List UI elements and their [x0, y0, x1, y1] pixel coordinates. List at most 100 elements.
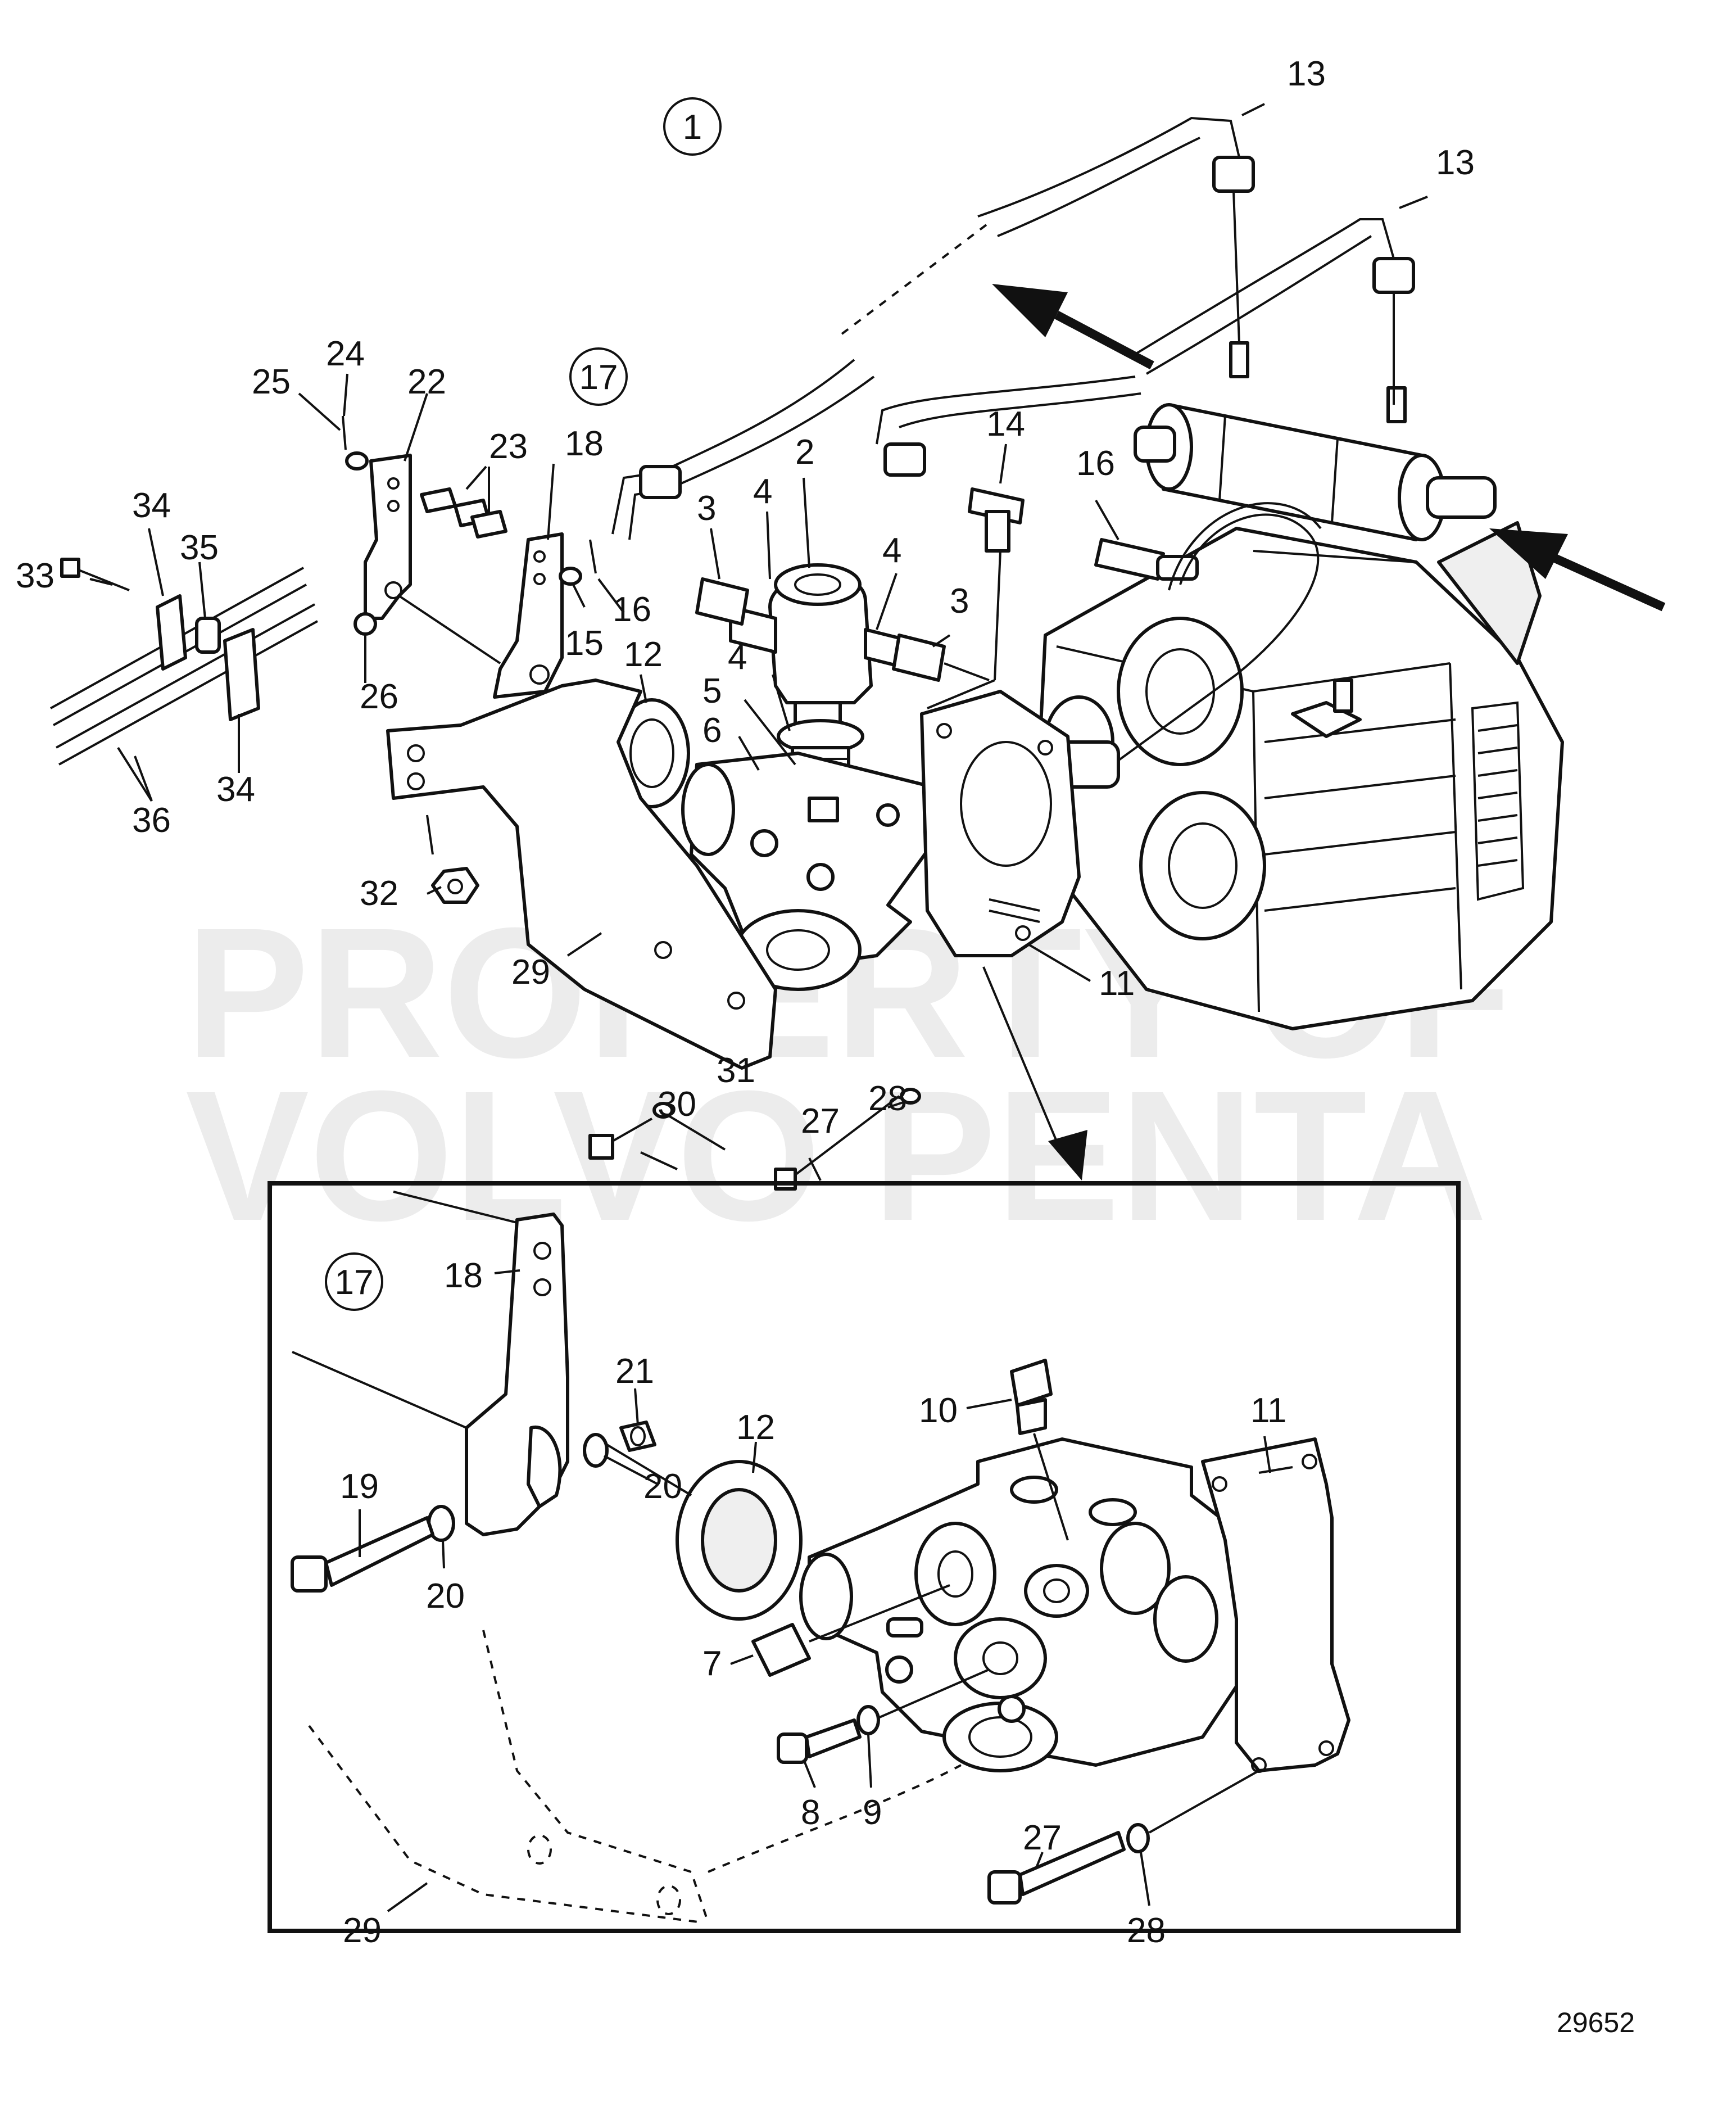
lever-plate-22	[364, 454, 412, 620]
detail-view: 17	[268, 1181, 1461, 1950]
detail-callout-28: 28	[1127, 1911, 1166, 1950]
main-leader-lines	[89, 103, 1428, 1181]
clamp-34-upper	[156, 594, 187, 671]
callout-13-lower: 13	[1436, 143, 1475, 182]
detail-callout-10: 10	[919, 1391, 958, 1430]
detail-callout-29: 29	[343, 1911, 382, 1950]
detail-washer-28	[1126, 1823, 1150, 1853]
tee-union	[927, 487, 1025, 709]
group-marker-bracket-kit: 17	[569, 347, 628, 406]
watermark-line2: VOLVO PENTA	[185, 1052, 1487, 1259]
flow-arrow-out	[992, 284, 1154, 370]
valve-housing-6	[681, 752, 935, 991]
nut-32	[426, 815, 479, 904]
callout-4-right: 4	[882, 531, 901, 570]
lever-plate-18	[398, 532, 564, 699]
adapter-3-left	[695, 577, 749, 626]
ghost-bracket-29	[308, 1630, 962, 1924]
detail-callout-12: 12	[736, 1408, 775, 1447]
detail-gasket-11	[1201, 1437, 1350, 1773]
oil-hose-13-upper	[611, 116, 1255, 540]
group-marker-main-text: 1	[683, 108, 702, 147]
gasket-11	[920, 690, 1081, 957]
cooler-outlet-stub	[1426, 476, 1497, 519]
callout-16-upper: 16	[1076, 444, 1115, 483]
callout-13-upper: 13	[1287, 55, 1326, 93]
clamp-35	[195, 617, 221, 654]
group-marker-bracket-kit-text: 17	[579, 358, 618, 397]
callout-6: 6	[702, 711, 722, 750]
hose-fitting-13a	[1212, 156, 1255, 193]
bolt-19	[291, 1516, 434, 1593]
main-view: 1 17 13 13 14 16 2 3 4 4 3 4 5 6 12 25 2…	[16, 55, 1666, 1191]
ball-joints-23	[420, 487, 507, 539]
cooler-nipple-left	[1229, 341, 1249, 378]
sensor-10	[1010, 1359, 1069, 1541]
control-valve-body	[695, 563, 990, 742]
callout-15: 15	[565, 624, 604, 663]
detail-seal-ring-12	[606, 1444, 803, 1621]
bracket-29	[386, 678, 777, 1070]
bolt-8	[777, 1718, 862, 1764]
callout-33: 33	[16, 557, 55, 595]
callout-16-lower: 16	[613, 590, 651, 629]
detail-bracket-18	[292, 1191, 569, 1536]
callout-36: 36	[132, 801, 171, 840]
callout-23: 23	[489, 427, 528, 466]
callout-34-lower: 34	[216, 770, 255, 809]
washer-31	[652, 1102, 674, 1119]
group-marker-detail: 17	[325, 1252, 383, 1311]
callout-11: 11	[1099, 964, 1135, 1003]
detail-callout-21: 21	[615, 1352, 654, 1391]
callout-4-lower: 4	[728, 638, 747, 677]
oil-hose-13-lower	[876, 218, 1415, 477]
washer-9	[856, 1705, 880, 1735]
callout-27: 27	[801, 1102, 840, 1141]
callout-25: 25	[252, 363, 291, 401]
main-callout-labels: 13 13 14 16 2 3 4 4 3 4 5 6 12 25 24 22 …	[16, 55, 1475, 1141]
bolt-33	[60, 558, 130, 591]
detail-callout-27: 27	[1023, 1819, 1062, 1857]
callout-5: 5	[702, 672, 722, 711]
housing-port	[799, 1553, 853, 1640]
detail-callout-9: 9	[863, 1793, 882, 1832]
washer-20-upper	[583, 1433, 609, 1468]
adapter-3-right	[892, 634, 946, 682]
callout-22: 22	[407, 363, 446, 401]
bolt-27	[774, 1095, 900, 1191]
callout-14: 14	[986, 405, 1025, 444]
detail-frame	[268, 1181, 1461, 1933]
detail-callout-20-upper: 20	[643, 1467, 682, 1506]
callout-24: 24	[326, 334, 365, 373]
detail-pointer	[982, 966, 1087, 1180]
plug-7	[751, 1584, 950, 1677]
washer-26	[353, 612, 377, 636]
callout-12: 12	[624, 635, 663, 674]
callout-4-left: 4	[753, 472, 772, 511]
detail-callout-8: 8	[801, 1793, 820, 1832]
washer-15-and-pin-16	[559, 539, 597, 586]
callout-2: 2	[795, 433, 814, 472]
bolt-30	[588, 1118, 652, 1160]
detail-callout-labels: 18 21 12 10 11 19 20 20 7 8 9 27 28 29	[340, 1256, 1286, 1950]
callout-32: 32	[360, 874, 398, 913]
detail-callout-20-lower: 20	[426, 1577, 465, 1616]
nut-21	[619, 1421, 656, 1452]
figure-reference-number: 29652	[1557, 2007, 1635, 2038]
callout-26: 26	[360, 677, 398, 716]
detail-bolt-27	[987, 1831, 1126, 1905]
cooler-nipple-right	[1386, 386, 1407, 423]
callout-28: 28	[868, 1079, 907, 1118]
control-cables-36	[50, 567, 318, 766]
callout-3-left: 3	[697, 489, 716, 528]
split-pin-25-and-washer-24	[342, 415, 369, 471]
flow-arrow-in	[1489, 528, 1666, 612]
callout-29: 29	[511, 953, 550, 992]
clamp-34-lower	[223, 628, 260, 721]
callout-30: 30	[658, 1085, 696, 1124]
oil-cooler	[1134, 341, 1497, 541]
group-marker-main: 1	[663, 97, 722, 156]
group-marker-detail-text: 17	[335, 1263, 374, 1302]
callout-35: 35	[180, 528, 219, 567]
